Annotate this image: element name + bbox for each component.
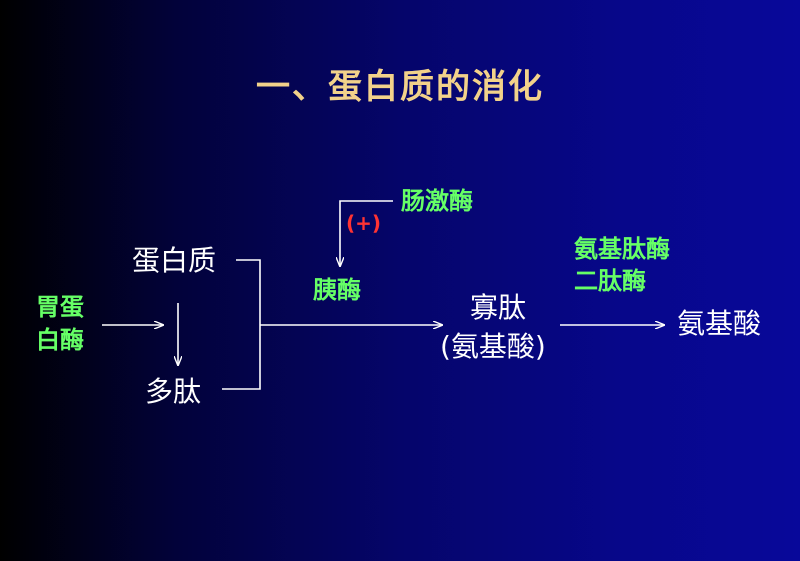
arrow-enterokinase-activation — [340, 200, 393, 266]
node-oligopeptide-amino: (氨基酸) — [440, 330, 546, 363]
node-polypeptide: 多肽 — [145, 375, 202, 408]
node-oligopeptide: 寡肽 — [470, 291, 527, 324]
slide-title: 一、蛋白质的消化 — [256, 67, 544, 107]
enzyme-dipeptidase: 二肽酶 — [574, 267, 646, 295]
enzyme-enterokinase: 肠激酶 — [401, 187, 473, 215]
node-amino-acid: 氨基酸 — [677, 307, 762, 340]
enzyme-pepsin-line2: 白酶 — [36, 326, 84, 354]
merge-bracket — [222, 259, 261, 390]
enzyme-trypsin: 胰酶 — [313, 276, 361, 304]
node-protein: 蛋白质 — [132, 244, 217, 277]
activation-mark: (+) — [346, 211, 382, 235]
enzyme-aminopeptidase: 氨基肽酶 — [574, 235, 670, 263]
enzyme-pepsin-line1: 胃蛋 — [36, 293, 84, 321]
